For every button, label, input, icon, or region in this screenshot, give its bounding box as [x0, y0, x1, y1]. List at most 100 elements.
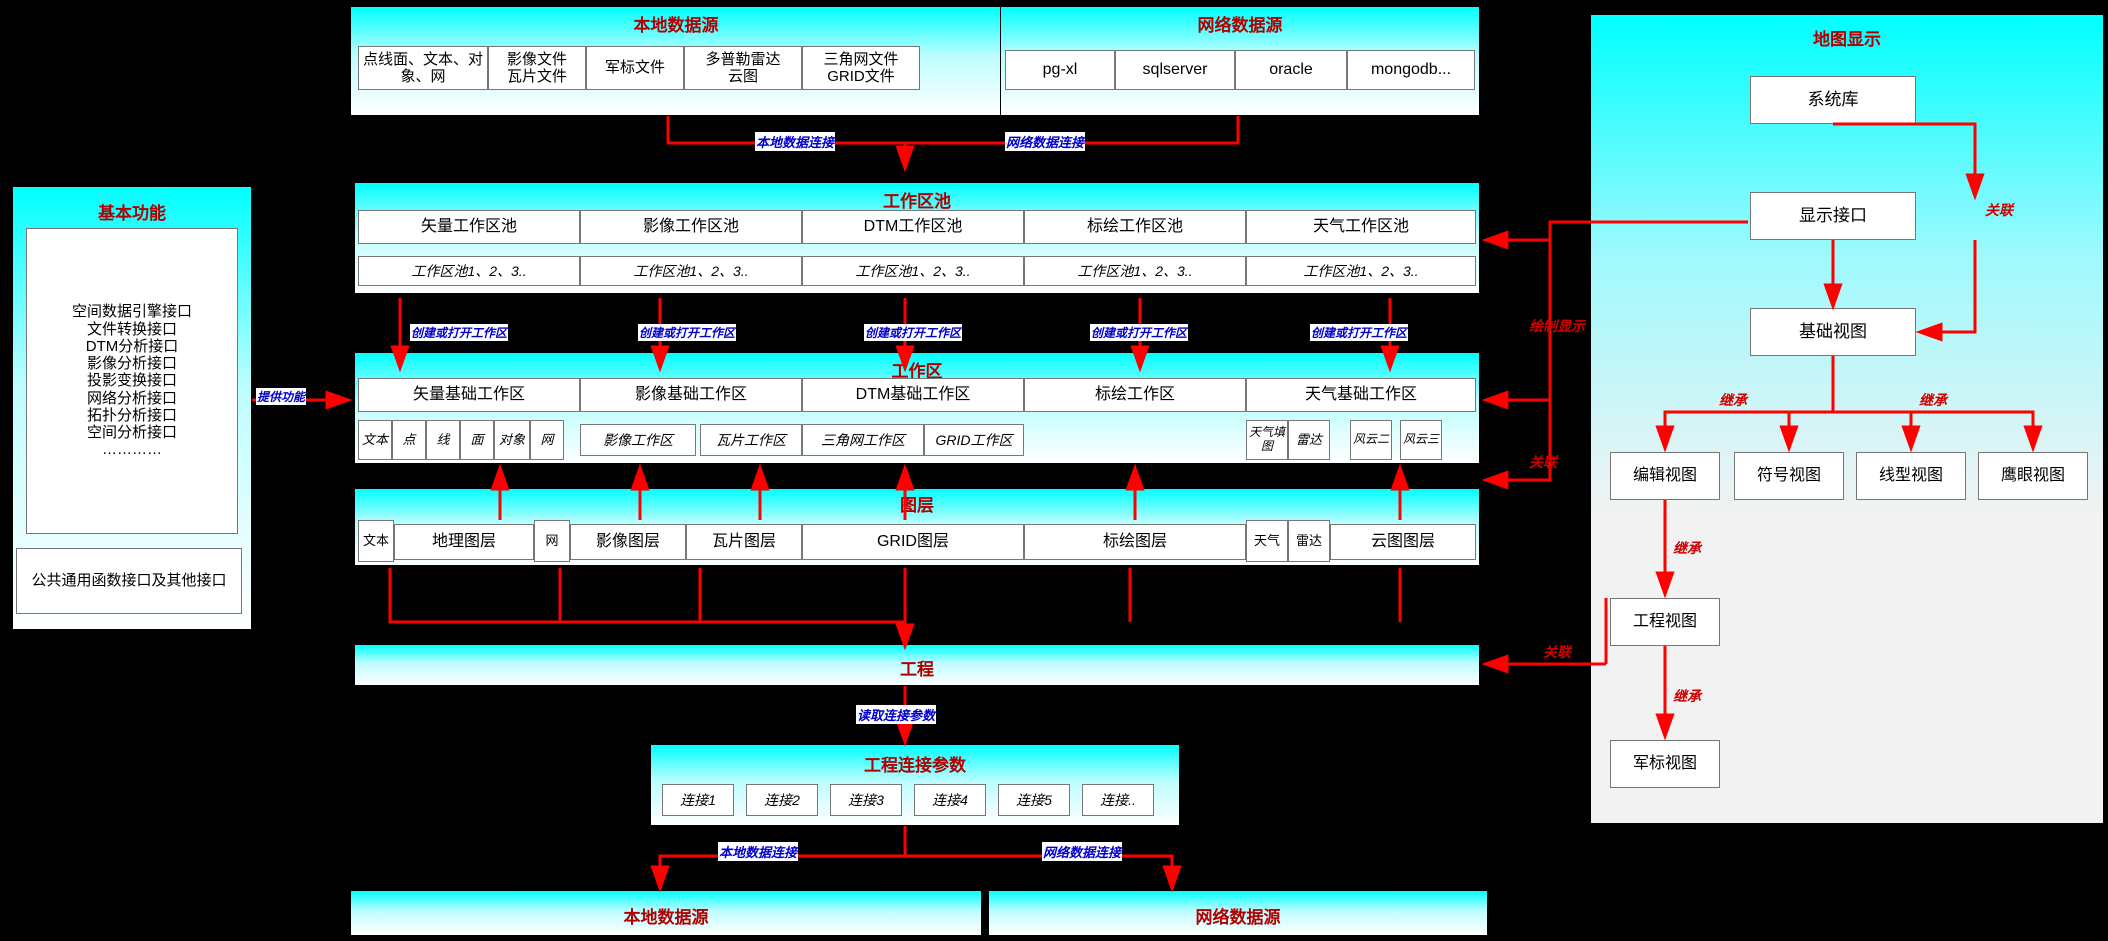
workspace-small-fy3[interactable]: 风云三 [1400, 420, 1442, 460]
panel-project: 工程 [354, 644, 1480, 686]
project-param-1[interactable]: 连接2 [746, 784, 818, 816]
map-display-title: 地图显示 [1813, 30, 1881, 49]
edge-label-local-conn-bottom: 本地数据连接 [718, 842, 799, 861]
workspace-small-tin-ws[interactable]: 三角网工作区 [802, 424, 924, 456]
network-src-item-3[interactable]: mongodb... [1347, 50, 1475, 90]
layer-geo[interactable]: 地理图层 [394, 524, 534, 560]
basic-func-8: ………… [102, 441, 162, 459]
edge-label-inherit-2: 继承 [1919, 392, 1947, 408]
edge-label-assoc-3: 关联 [1543, 644, 1571, 660]
layer-cloud[interactable]: 云图图层 [1330, 524, 1476, 560]
layer-radar[interactable]: 雷达 [1288, 520, 1330, 562]
basic-func-6: 拓扑分析接口 [86, 406, 177, 424]
map-node-eagleeye-view[interactable]: 鹰眼视图 [1978, 452, 2088, 500]
layer-image[interactable]: 影像图层 [570, 524, 686, 560]
workspace-small-tile-ws[interactable]: 瓦片工作区 [700, 424, 802, 456]
workspace-pool-sub-0[interactable]: 工作区池1、2、3.. [358, 256, 580, 286]
layer-grid[interactable]: GRID图层 [802, 524, 1024, 560]
basic-functions-title: 基本功能 [98, 204, 166, 223]
basic-func-5: 网络分析接口 [86, 389, 177, 407]
workspace-pool-col-0[interactable]: 矢量工作区池 [358, 210, 580, 244]
edge-label-local-conn-top: 本地数据连接 [755, 132, 836, 151]
map-node-edit-view[interactable]: 编辑视图 [1610, 452, 1720, 500]
local-src-item-2[interactable]: 军标文件 [586, 46, 684, 90]
edge-label-create-open-2: 创建或打开工作区 [638, 324, 737, 341]
workspace-pool-col-3[interactable]: 标绘工作区池 [1024, 210, 1246, 244]
workspace-pool-col-2[interactable]: DTM工作区池 [802, 210, 1024, 244]
network-src-item-1[interactable]: sqlserver [1115, 50, 1235, 90]
basic-func-0: 空间数据引擎接口 [71, 303, 192, 321]
map-node-military-view[interactable]: 军标视图 [1610, 740, 1720, 788]
basic-func-1: 文件转换接口 [86, 320, 177, 338]
network-src-item-2[interactable]: oracle [1235, 50, 1347, 90]
workspace-col-4[interactable]: 天气基础工作区 [1246, 378, 1476, 412]
local-src-item-4[interactable]: 三角网文件 GRID文件 [802, 46, 920, 90]
basic-func-3: 影像分析接口 [86, 355, 177, 373]
basic-functions-common-interface[interactable]: 公共通用函数接口及其他接口 [16, 548, 242, 614]
workspace-small-grid-ws[interactable]: GRID工作区 [924, 424, 1024, 456]
workspace-small-net[interactable]: 网 [530, 420, 564, 460]
network-src-item-0[interactable]: pg-xl [1005, 50, 1115, 90]
workspace-pool-sub-4[interactable]: 工作区池1、2、3.. [1246, 256, 1476, 286]
basic-func-7: 空间分析接口 [86, 424, 177, 442]
local-data-source-bottom-title: 本地数据源 [623, 908, 709, 927]
edge-label-assoc-2: 关联 [1529, 454, 1557, 470]
local-src-item-3[interactable]: 多普勒雷达 云图 [684, 46, 802, 90]
layer-net[interactable]: 网 [534, 520, 570, 562]
edge-label-provide-function: 提供功能 [256, 388, 307, 405]
edge-label-create-open-3: 创建或打开工作区 [864, 324, 963, 341]
project-params-title: 工程连接参数 [864, 756, 966, 775]
edge-label-draw-display: 绘制显示 [1529, 318, 1585, 334]
map-node-project-view[interactable]: 工程视图 [1610, 598, 1720, 646]
workspace-pool-sub-1[interactable]: 工作区池1、2、3.. [580, 256, 802, 286]
edge-label-create-open-5: 创建或打开工作区 [1310, 324, 1409, 341]
workspace-pool-sub-3[interactable]: 工作区池1、2、3.. [1024, 256, 1246, 286]
project-param-3[interactable]: 连接4 [914, 784, 986, 816]
map-node-display-interface[interactable]: 显示接口 [1750, 192, 1916, 240]
layer-plot[interactable]: 标绘图层 [1024, 524, 1246, 560]
edge-label-create-open-4: 创建或打开工作区 [1090, 324, 1189, 341]
workspace-small-face[interactable]: 面 [460, 420, 494, 460]
local-src-item-0[interactable]: 点线面、文本、对象、网 [358, 46, 488, 90]
layers-title: 图层 [900, 496, 934, 515]
workspace-col-2[interactable]: DTM基础工作区 [802, 378, 1024, 412]
edge-label-read-conn-params: 读取连接参数 [856, 705, 937, 724]
layer-tile[interactable]: 瓦片图层 [686, 524, 802, 560]
workspace-small-fy2[interactable]: 风云二 [1350, 420, 1392, 460]
workspace-small-point[interactable]: 点 [392, 420, 426, 460]
map-node-base-view[interactable]: 基础视图 [1750, 308, 1916, 356]
edge-label-inherit-4: 继承 [1673, 688, 1701, 704]
project-param-5[interactable]: 连接.. [1082, 784, 1154, 816]
workspace-pool-sub-2[interactable]: 工作区池1、2、3.. [802, 256, 1024, 286]
workspace-small-text[interactable]: 文本 [358, 420, 392, 460]
map-node-system-lib[interactable]: 系统库 [1750, 76, 1916, 124]
map-node-linetype-view[interactable]: 线型视图 [1856, 452, 1966, 500]
edge-label-net-conn-bottom: 网络数据连接 [1042, 842, 1123, 861]
workspace-pool-col-1[interactable]: 影像工作区池 [580, 210, 802, 244]
local-src-item-1[interactable]: 影像文件 瓦片文件 [488, 46, 586, 90]
layer-text[interactable]: 文本 [358, 520, 394, 562]
project-title: 工程 [900, 660, 934, 679]
workspace-col-0[interactable]: 矢量基础工作区 [358, 378, 580, 412]
workspace-small-weather[interactable]: 天气填图 [1246, 420, 1288, 460]
project-param-2[interactable]: 连接3 [830, 784, 902, 816]
layer-weather[interactable]: 天气 [1246, 520, 1288, 562]
edge-label-inherit-1: 继承 [1719, 392, 1747, 408]
workspace-pool-title: 工作区池 [883, 192, 951, 211]
workspace-small-object[interactable]: 对象 [494, 420, 530, 460]
edge-label-assoc-1: 关联 [1985, 202, 2013, 218]
workspace-pool-col-4[interactable]: 天气工作区池 [1246, 210, 1476, 244]
workspace-col-3[interactable]: 标绘工作区 [1024, 378, 1246, 412]
edge-label-create-open-1: 创建或打开工作区 [410, 324, 509, 341]
map-node-symbol-view[interactable]: 符号视图 [1734, 452, 1844, 500]
workspace-col-1[interactable]: 影像基础工作区 [580, 378, 802, 412]
basic-func-4: 投影变换接口 [86, 372, 177, 390]
project-param-0[interactable]: 连接1 [662, 784, 734, 816]
panel-local-data-source-bottom: 本地数据源 [350, 890, 982, 936]
panel-network-data-source-bottom: 网络数据源 [988, 890, 1488, 936]
workspace-small-line[interactable]: 线 [426, 420, 460, 460]
workspace-small-radar[interactable]: 雷达 [1288, 420, 1330, 460]
workspace-small-image-ws[interactable]: 影像工作区 [580, 424, 696, 456]
project-param-4[interactable]: 连接5 [998, 784, 1070, 816]
